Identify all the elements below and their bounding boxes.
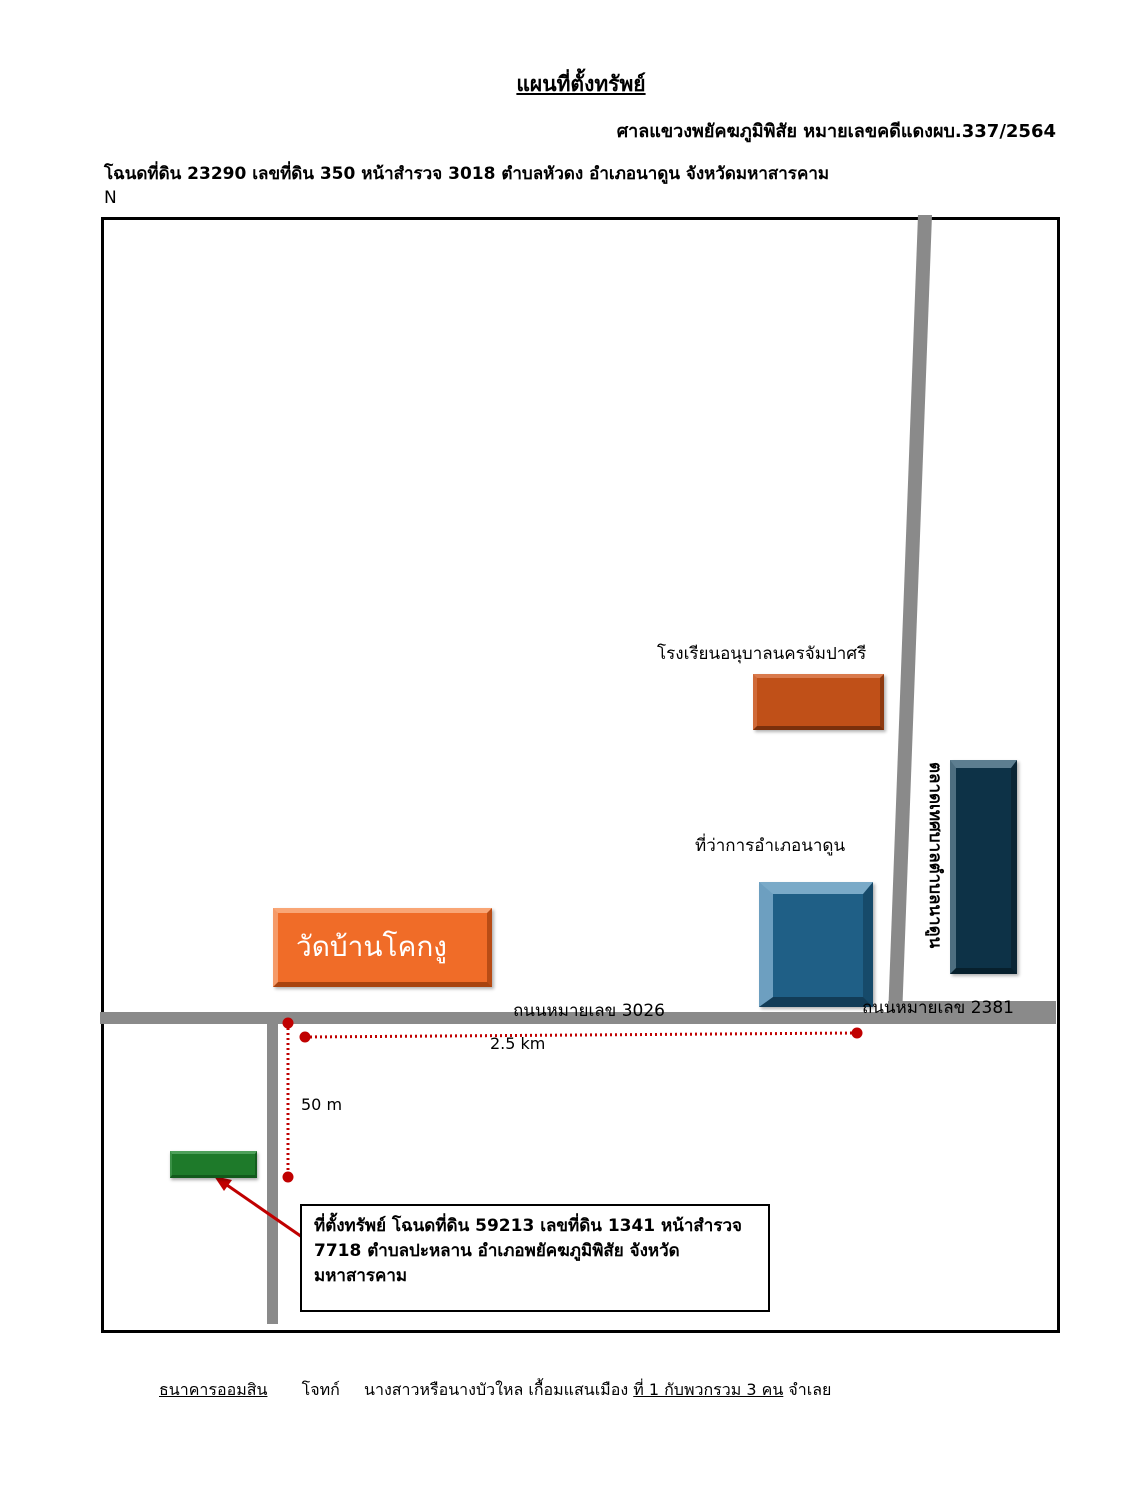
road-2381-spur-line — [888, 1001, 1056, 1013]
district-office-label: ที่ว่าการอำเภอนาดูน — [695, 836, 846, 856]
map-frame — [101, 217, 1060, 1333]
property-parcel — [170, 1151, 257, 1178]
road-3026-label: ถนนหมายเลข 3026 — [513, 1001, 665, 1021]
distance-km-label: 2.5 km — [490, 1034, 546, 1053]
defendant-group: ที่ 1 กับพวกรวม 3 คน — [633, 1380, 784, 1399]
north-indicator: N — [104, 188, 117, 208]
market-building — [950, 760, 1017, 974]
property-callout: ที่ตั้งทรัพย์ โฉนดที่ดิน 59213 เลขที่ดิน… — [300, 1204, 770, 1312]
deed-info: โฉนดที่ดิน 23290 เลขที่ดิน 350 หน้าสำรวจ… — [104, 164, 830, 184]
plaintiff-role: โจทก์ — [301, 1380, 340, 1399]
temple-building: วัดบ้านโคกงู — [273, 908, 492, 987]
school-building — [753, 674, 884, 730]
market-label: ตลาดเทศบาลตำบลนาดูน — [925, 762, 945, 949]
road-2381-vertical — [888, 215, 932, 1018]
distance-m-label: 50 m — [301, 1095, 343, 1114]
court-case-number: ศาลแขวงพยัคฆภูมิพิสัย หมายเลขคดีแดงผบ.33… — [616, 121, 1056, 142]
defendant-role: จำเลย — [788, 1380, 832, 1399]
district-office-building — [759, 882, 873, 1007]
road-2381-label: ถนนหมายเลข 2381 — [862, 998, 1014, 1018]
side-road-line — [267, 1022, 278, 1324]
road-3026-line — [100, 1012, 1056, 1024]
plaintiff-name: ธนาคารออมสิน — [159, 1380, 268, 1399]
school-label: โรงเรียนอนุบาลนครจัมปาศรี — [657, 644, 867, 664]
defendant-name: นางสาวหรือนางบัวใหล เกื้อมแสนเมือง — [364, 1380, 629, 1399]
page-title: แผนที่ตั้งทรัพย์ — [516, 72, 646, 96]
case-parties: ธนาคารออมสิน โจทก์ นางสาวหรือนางบัวใหล เ… — [159, 1378, 831, 1403]
temple-label: วัดบ้านโคกงู — [296, 930, 447, 963]
